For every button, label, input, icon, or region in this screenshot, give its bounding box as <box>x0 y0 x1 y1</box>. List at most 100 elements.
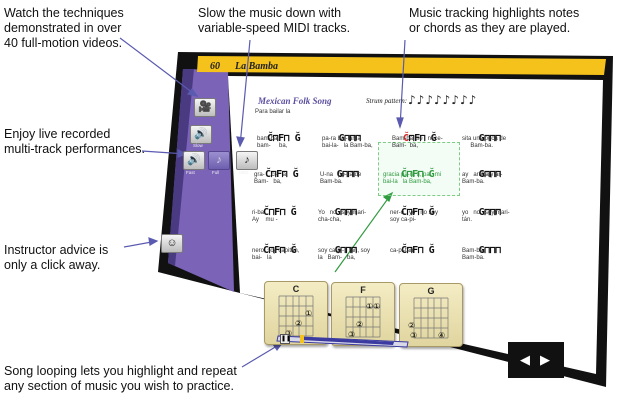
callout-line: Slow the music down with <box>198 6 342 20</box>
loop-play-button[interactable]: ❚❚ <box>280 334 292 344</box>
chord-row: Č⊓F⊓ Ğ <box>254 158 299 180</box>
speaker-icon: 🔊 <box>187 154 201 166</box>
chord-group: G⊓⊓⊓ <box>329 207 363 218</box>
lyric-line: Bam-ba, Bam-ba. <box>462 248 485 261</box>
chord-row: Č⊓F⊓ Ğ <box>392 122 437 144</box>
midi-full-button[interactable]: ♪ <box>208 151 230 170</box>
speaker-icon: 🔊 <box>194 128 208 140</box>
chord-row: G⊓⊓⊓ <box>462 122 502 144</box>
lyric-line: bam-ba, bam- ba, <box>257 136 288 149</box>
pause-icon: ❚❚ <box>281 336 292 342</box>
chord-group: G⊓⊓⊓ <box>329 245 363 256</box>
chord-group: Č⊓F⊓ Ğ <box>265 169 299 180</box>
tracked-chord-group: Č⊓F⊓ Ğ <box>401 169 435 180</box>
chord-diagram-c: C ③ ② ① <box>264 281 328 345</box>
chord-group: G⊓⊓⊓ <box>473 245 502 256</box>
callout-tempo: Slow the music down with variable-speed … <box>198 6 350 36</box>
video-button[interactable]: 🎥 <box>194 98 216 117</box>
lyric-line: ner-o, yo no soy soy ca-pi- <box>390 210 439 223</box>
chord-row: Č⊓F⊓ Ğ <box>390 158 435 180</box>
lyric-line: sita una poca de Bam-ba. <box>462 136 507 149</box>
lyric-line: Bam-ba, se nece- Bam- ba, <box>392 136 443 149</box>
fretboard-grid <box>278 295 314 337</box>
audio-fast-button[interactable]: 🔊 <box>183 151 205 170</box>
chord-group: Č⊓F⊓ Ğ <box>267 133 301 144</box>
midi-label: MIDI <box>239 170 249 175</box>
chord-row: Č⊓F⊓ Ğ <box>252 196 297 218</box>
finger-number: ② <box>356 320 364 329</box>
finger-number: ③ <box>410 331 418 340</box>
sidebar-shade <box>168 69 194 266</box>
lyric-line: pa-ra bai-lar la bai-la- la Bam-ba, <box>322 136 373 149</box>
strum-pattern-notes: ♪♪♪♪♪♪♪♪ <box>408 93 478 107</box>
next-page-button[interactable]: ▶ <box>537 352 553 368</box>
page-title: La Bamba <box>235 61 279 72</box>
chord-group: G⊓⊓⊓ <box>473 207 502 218</box>
callout-line: Watch the techniques <box>4 6 124 20</box>
finger-number: ①① <box>366 302 381 311</box>
finger-number: ③ <box>285 329 292 338</box>
chord-row: Č⊓F⊓ Ğ <box>390 234 435 256</box>
callout-line: or chords as they are played. <box>409 21 571 35</box>
fast-label: Fast <box>186 170 195 175</box>
lyric-line: ay arriba y ar- Bam-ba. <box>462 172 503 185</box>
chord-name: C <box>292 284 300 294</box>
chord-row: G⊓⊓⊓ <box>318 234 362 256</box>
chord-row: G⊓⊓⊓ <box>318 196 362 218</box>
chord-group: Č⊓F⊓ Ğ <box>401 207 435 218</box>
lyric-line: yo no soy mari- tán. <box>462 210 510 223</box>
callout-instructor: Instructor advice is only a click away. <box>4 243 108 273</box>
lyric-line: ri-ba. Ay mu - <box>252 210 278 223</box>
audio-slow-button[interactable]: 🔊 <box>190 125 212 144</box>
header-bar <box>197 56 606 75</box>
finger-number: ③ <box>348 330 356 339</box>
chord-group: Č⊓F⊓ Ğ <box>263 245 297 256</box>
lyric-line: nero, soy capitan, bai- la <box>252 248 300 261</box>
chord-row: G⊓⊓⊓ <box>462 234 502 256</box>
chord-row: Č⊓F⊓ Ğ <box>390 196 435 218</box>
prev-page-button[interactable]: ◀ <box>517 352 533 368</box>
callout-line: multi-track performances. <box>4 142 146 156</box>
chord-name: F <box>360 285 366 295</box>
lyric-line: U-na po-ca de Bam-ba. <box>320 172 362 185</box>
fretboard-grid <box>413 297 449 339</box>
callout-line: 40 full-motion videos. <box>4 36 123 50</box>
lyric-intro: Para bailar la <box>255 109 291 115</box>
chord-row: G⊓⊓⊓ <box>462 158 502 180</box>
loop-bar[interactable] <box>276 334 416 348</box>
song-subtitle: Mexican Folk Song <box>258 96 332 106</box>
midi-button[interactable]: ♪ <box>236 151 258 170</box>
instructor-face-icon: ☺ <box>166 237 178 249</box>
chord-group: G⊓⊓⊓ <box>331 169 365 180</box>
strum-pattern-label: Strum pattern: <box>366 97 408 105</box>
chord-diagram-g: G ② ③ ④ <box>399 283 463 347</box>
video-camera-icon: 🎥 <box>198 101 212 113</box>
callout-line: only a click away. <box>4 258 101 272</box>
chord-group: ⊓F⊓ Ğ <box>408 133 437 144</box>
finger-number: ② <box>408 321 416 330</box>
tracking-highlight-box <box>378 142 460 196</box>
chord-group: G⊓⊓⊓ <box>473 133 502 144</box>
triangle-left-icon: ◀ <box>520 352 530 367</box>
callout-videos: Watch the techniques demonstrated in ove… <box>4 6 124 51</box>
chord-row: Č⊓F⊓ Ğ <box>256 122 301 144</box>
callout-multitrack: Enjoy live recorded multi-track performa… <box>4 127 145 157</box>
chord-row: G⊓⊓⊓ <box>462 196 502 218</box>
music-note-icon: ♪ <box>244 154 250 166</box>
callout-line: Instructor advice is <box>4 243 109 257</box>
chord-row: Č⊓F⊓ Ğ <box>252 234 297 256</box>
chord-name: G <box>427 286 435 296</box>
slow-label: Slow <box>193 143 203 148</box>
callout-line: demonstrated in over <box>4 21 122 35</box>
lyric-line: Yo no soy mari- cha-cha, <box>318 210 367 223</box>
chord-group: G⊓⊓⊓ <box>473 169 502 180</box>
finger-number: ④ <box>438 331 446 340</box>
callout-tracking: Music tracking highlights notes or chord… <box>409 6 579 36</box>
chord-group: G⊓⊓⊓ <box>333 133 367 144</box>
callout-line: Enjoy live recorded <box>4 127 111 141</box>
finger-number: ② <box>295 319 303 328</box>
callout-line: variable-speed MIDI tracks. <box>198 21 351 35</box>
triangle-right-icon: ▶ <box>540 352 550 367</box>
instructor-button[interactable]: ☺ <box>161 234 183 253</box>
